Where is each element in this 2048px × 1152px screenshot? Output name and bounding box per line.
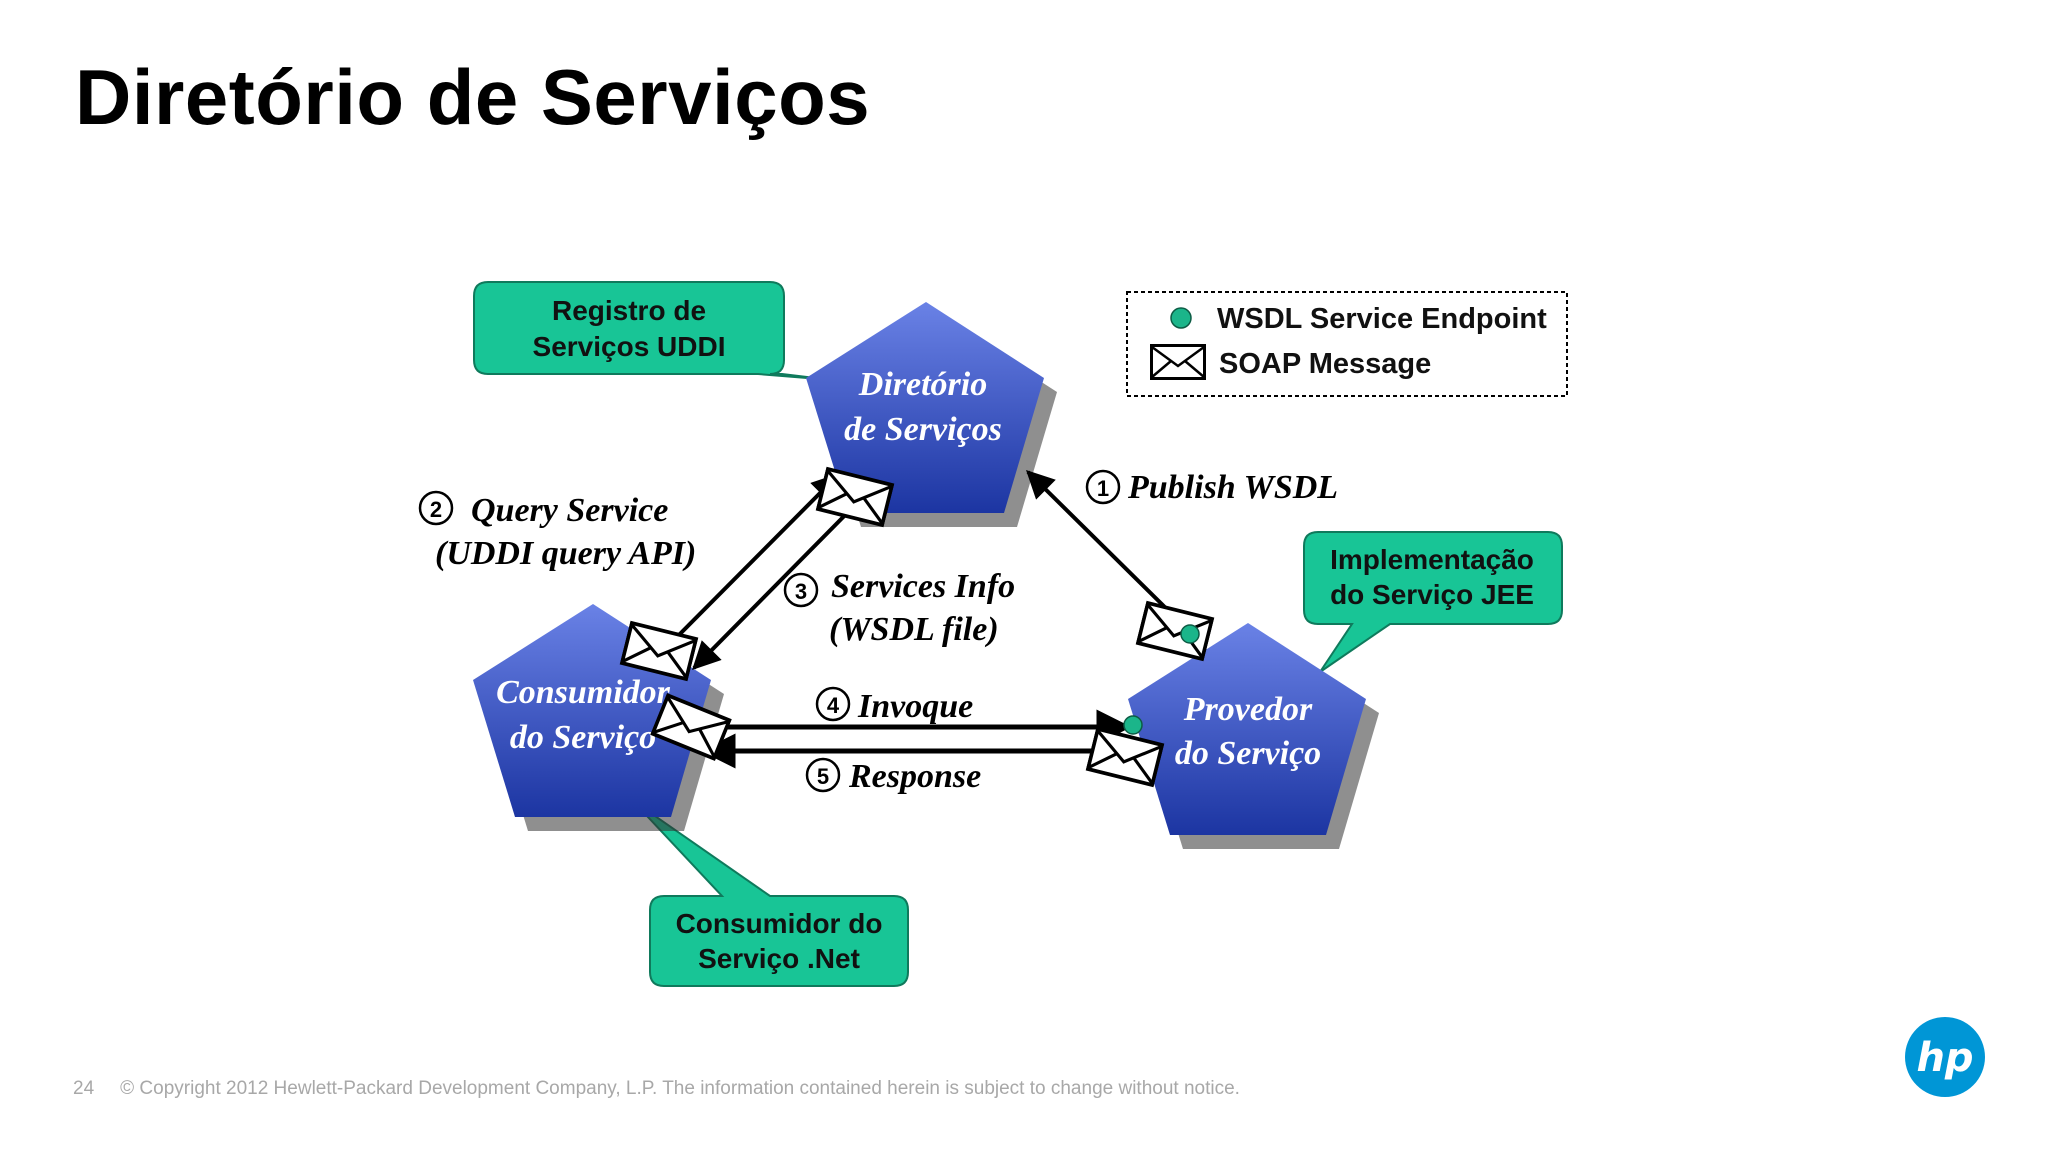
legend-soap-envelope-icon: [1150, 344, 1206, 380]
hp-logo: hp: [1905, 1017, 1985, 1097]
callout-net-line2: Serviço .Net: [698, 943, 860, 974]
callout-jee-line1: Implementação: [1330, 544, 1534, 575]
node-directory-line1: Diretório: [858, 366, 987, 403]
step-invoque: 4 Invoque: [815, 686, 973, 725]
callout-uddi-line1: Registro de: [552, 295, 706, 326]
step-query-line1: Query Service: [471, 492, 668, 529]
node-provider-line2: do Serviço: [1175, 735, 1321, 772]
legend-endpoint-dot-icon: [1170, 307, 1192, 329]
step-query: 2 Query Service (UDDI query API): [418, 490, 696, 572]
callout-net-line1: Consumidor do: [676, 908, 883, 939]
node-directory: Diretório de Serviços: [806, 302, 1057, 527]
step-response-label: Response: [848, 758, 981, 795]
arrow-services-info: [692, 496, 864, 670]
callout-uddi: Registro de Serviços UDDI: [473, 281, 833, 381]
step-response-number: 5: [817, 764, 829, 789]
page-title: Diretório de Serviços: [75, 53, 871, 141]
step-services-info-line2: (WSDL file): [829, 611, 999, 648]
node-provider-line1: Provedor: [1183, 691, 1313, 728]
step-invoque-number: 4: [827, 693, 840, 718]
callout-jee: Implementação do Serviço JEE: [1303, 531, 1563, 673]
arrow-query: [664, 473, 840, 650]
step-response: 5 Response: [805, 757, 981, 795]
node-consumer: Consumidor do Serviço: [473, 604, 724, 831]
callout-net: Consumidor do Serviço .Net: [631, 799, 909, 987]
endpoint-dot-icon: [1123, 715, 1143, 735]
legend: WSDL Service Endpoint SOAP Message: [1126, 291, 1568, 397]
step-services-info-number: 3: [795, 579, 807, 604]
step-invoque-label: Invoque: [857, 688, 973, 725]
step-services-info-line1: Services Info: [831, 568, 1015, 605]
legend-endpoint-label: WSDL Service Endpoint: [1217, 303, 1547, 335]
arrow-publish: [1026, 470, 1188, 630]
step-publish-number: 1: [1097, 476, 1109, 501]
step-publish-label: Publish WSDL: [1127, 469, 1338, 506]
copyright-notice: © Copyright 2012 Hewlett-Packard Develop…: [120, 1078, 1240, 1099]
page-number: 24: [73, 1078, 95, 1099]
legend-soap-label: SOAP Message: [1219, 348, 1431, 380]
step-query-number: 2: [430, 497, 442, 522]
footer: 24 © Copyright 2012 Hewlett-Packard Devel…: [73, 1078, 1240, 1100]
step-query-line2: (UDDI query API): [435, 535, 696, 572]
node-consumer-line1: Consumidor: [496, 674, 671, 711]
callout-jee-line2: do Serviço JEE: [1330, 579, 1534, 610]
step-publish: 1 Publish WSDL: [1085, 469, 1338, 506]
endpoint-dot-icon: [1180, 624, 1200, 644]
node-directory-line2: de Serviços: [844, 411, 1002, 448]
hp-logo-text: hp: [1916, 1035, 1973, 1081]
step-services-info: 3 Services Info (WSDL file): [783, 568, 1015, 648]
callout-uddi-line2: Serviços UDDI: [533, 331, 726, 362]
soap-envelope-icon: [1135, 601, 1215, 661]
node-consumer-line2: do Serviço: [510, 719, 656, 756]
node-provider: Provedor do Serviço: [1128, 623, 1379, 849]
